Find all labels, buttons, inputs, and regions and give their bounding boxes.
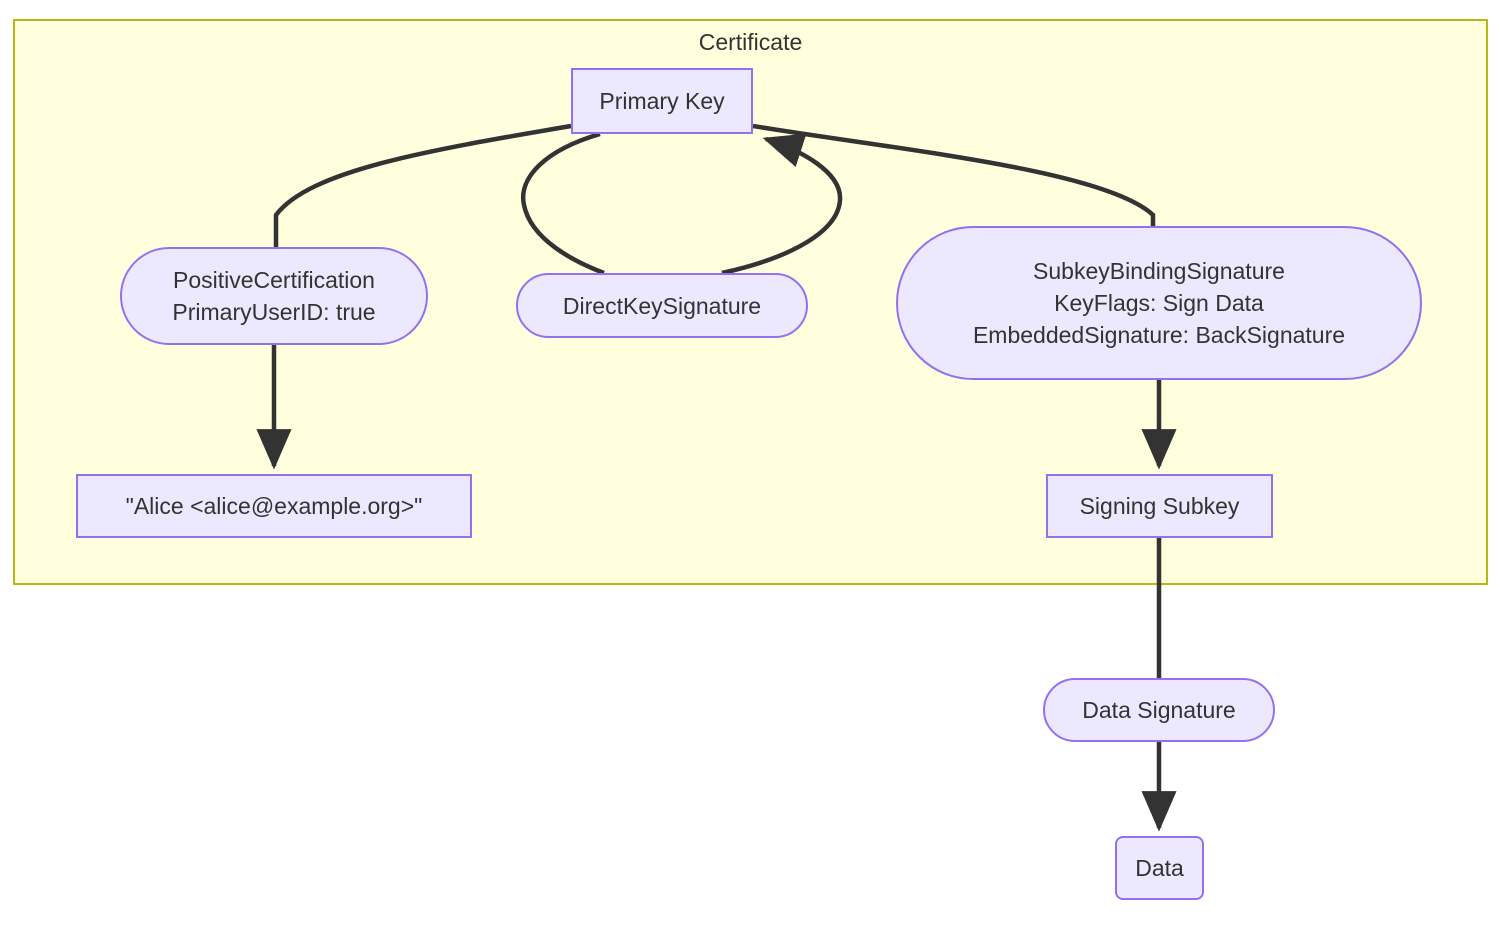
node-label-user-id: "Alice <alice@example.org>" (125, 493, 423, 519)
node-user-id[interactable]: "Alice <alice@example.org>" (76, 474, 472, 538)
node-direct-key-signature[interactable]: DirectKeySignature (516, 273, 808, 338)
node-label-subkey-binding-signature: SubkeyBindingSignature KeyFlags: Sign Da… (972, 258, 1346, 348)
node-label-direct-key-signature: DirectKeySignature (562, 292, 762, 319)
node-label-primary-key: Primary Key (599, 88, 725, 114)
node-data-signature[interactable]: Data Signature (1043, 678, 1275, 742)
node-subkey-binding-signature[interactable]: SubkeyBindingSignature KeyFlags: Sign Da… (896, 226, 1422, 380)
node-label-data-signature: Data Signature (1082, 697, 1236, 723)
node-primary-key[interactable]: Primary Key (571, 68, 753, 134)
node-label-positive-certification: PositiveCertification PrimaryUserID: tru… (172, 267, 376, 325)
node-label-data: Data (1135, 855, 1184, 881)
node-label-signing-subkey: Signing Subkey (1079, 493, 1240, 519)
node-data[interactable]: Data (1115, 836, 1204, 900)
subgraph-certificate-label: Certificate (698, 29, 803, 55)
node-signing-subkey[interactable]: Signing Subkey (1046, 474, 1273, 538)
node-positive-certification[interactable]: PositiveCertification PrimaryUserID: tru… (120, 247, 428, 345)
